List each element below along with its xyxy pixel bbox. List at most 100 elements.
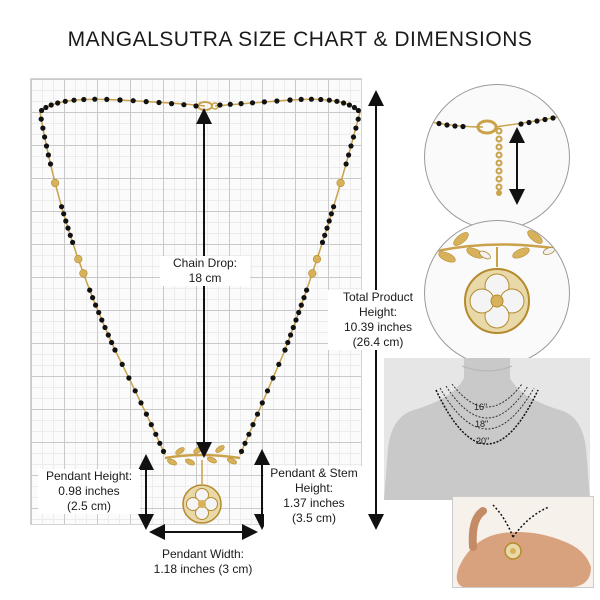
bust-silhouette (384, 358, 590, 500)
black-bead (71, 97, 77, 103)
chain-left (39, 111, 166, 456)
black-bead (331, 204, 337, 210)
size-20-label: 20" (476, 436, 490, 446)
black-bead (70, 239, 76, 245)
black-bead (112, 347, 118, 353)
black-bead (160, 448, 167, 454)
black-bead (39, 107, 45, 114)
black-bead (153, 431, 159, 437)
black-bead (296, 309, 302, 316)
black-bead (274, 98, 280, 104)
black-bead (328, 211, 334, 217)
black-bead (322, 232, 328, 238)
gold-bead (312, 255, 322, 264)
black-bead (119, 361, 125, 367)
black-bead (293, 317, 299, 323)
gold-bead (79, 269, 88, 278)
black-bead (276, 361, 282, 367)
black-bead (348, 143, 354, 149)
black-bead (181, 102, 187, 108)
hand-photo (452, 496, 594, 588)
black-bead (96, 309, 102, 316)
black-bead (156, 99, 162, 106)
page-title: MANGALSUTRA SIZE CHART & DIMENSIONS (67, 28, 533, 51)
black-bead (288, 332, 294, 338)
length-guide-panel: 16" 18" 20" (384, 358, 590, 500)
black-bead (298, 302, 304, 308)
black-bead (47, 161, 54, 167)
black-bead (350, 134, 357, 140)
black-bead (38, 116, 44, 122)
black-bead (40, 125, 46, 131)
black-bead (130, 98, 136, 104)
black-bead (326, 97, 332, 103)
pendant-detail-circle (424, 220, 570, 366)
black-bead (261, 99, 267, 105)
pendant-flower (182, 484, 222, 524)
black-bead (285, 339, 291, 346)
gold-bead (336, 178, 345, 188)
black-bead (246, 431, 252, 437)
black-bead (55, 100, 61, 106)
black-bead (87, 287, 93, 293)
black-bead (259, 400, 265, 406)
black-bead (43, 143, 50, 149)
pendant-height-label: Pendant Height:0.98 inches(2.5 cm) (38, 469, 140, 514)
black-bead (308, 96, 314, 102)
black-bead (319, 239, 326, 245)
black-bead (138, 400, 144, 406)
black-bead (62, 98, 68, 104)
black-bead (250, 422, 256, 428)
black-bead (346, 102, 352, 108)
black-bead (148, 422, 154, 428)
black-bead (104, 96, 110, 102)
black-bead (61, 211, 67, 217)
black-bead (102, 324, 108, 331)
black-bead (287, 97, 293, 103)
black-bead (324, 225, 330, 231)
black-bead (169, 101, 175, 107)
black-bead (249, 100, 256, 106)
black-bead (353, 125, 359, 131)
black-bead (304, 287, 310, 293)
black-bead (59, 204, 65, 210)
chain-right (239, 111, 361, 456)
black-bead (48, 102, 54, 108)
black-bead (45, 152, 52, 158)
black-bead (238, 101, 244, 107)
black-bead (326, 218, 332, 224)
black-bead (290, 324, 296, 331)
clasp-detail-image (425, 113, 569, 205)
black-bead (301, 295, 307, 301)
black-bead (42, 134, 48, 140)
black-bead (341, 100, 347, 106)
black-bead (90, 295, 96, 301)
black-bead (157, 440, 163, 446)
black-bead (193, 103, 199, 109)
black-bead (318, 96, 324, 103)
black-bead (298, 96, 304, 102)
black-bead (227, 101, 233, 107)
hand-image (453, 497, 593, 587)
black-bead (343, 161, 349, 167)
black-beads (38, 96, 361, 454)
chain-drop-label: Chain Drop:18 cm (160, 256, 250, 286)
black-bead (351, 104, 357, 111)
black-bead (217, 102, 223, 108)
size-18-label: 18" (475, 419, 489, 429)
black-bead (346, 152, 352, 158)
black-bead (143, 411, 149, 417)
black-bead (43, 104, 49, 111)
black-bead (264, 388, 271, 394)
black-bead (132, 388, 138, 394)
black-bead (67, 232, 73, 238)
black-bead (93, 302, 99, 308)
black-bead (99, 317, 105, 323)
size-16-label: 16" (474, 402, 488, 412)
black-bead (63, 218, 69, 224)
black-bead (282, 347, 288, 353)
gold-bead (50, 178, 60, 188)
